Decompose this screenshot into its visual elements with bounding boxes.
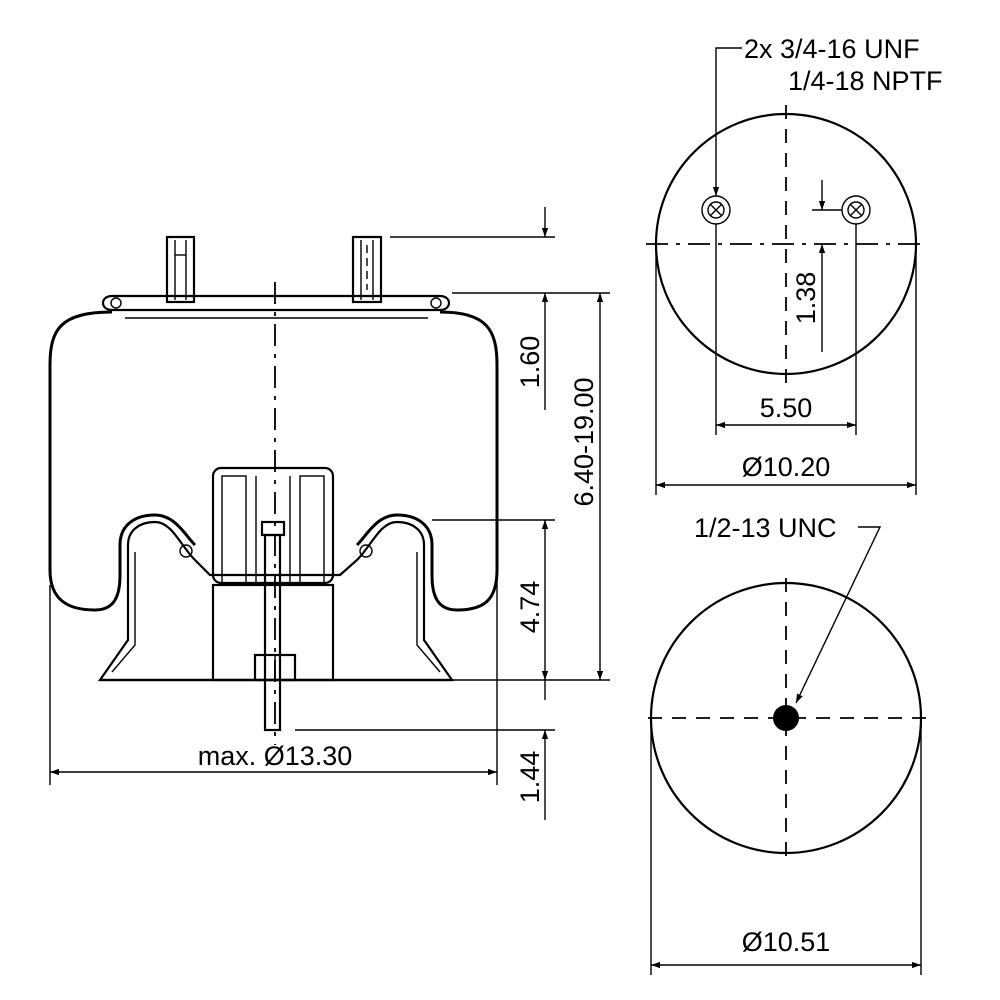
mounting-stud-dot — [773, 705, 799, 731]
side-view: 1.60 6.40-19.00 4.74 1.44 max. Ø13.30 — [48, 207, 610, 820]
dim-label-1-60: 1.60 — [515, 336, 545, 389]
dim-label-1-38: 1.38 — [791, 272, 821, 325]
dim-label-height-range: 6.40-19.00 — [569, 377, 599, 506]
dimension-top-diameter: Ø10.20 — [655, 244, 917, 495]
thread-callout-line1: 2x 3/4-16 UNF — [744, 34, 920, 64]
dimension-5-50: 5.50 — [715, 224, 857, 435]
dimension-max-diameter: max. Ø13.30 — [50, 741, 497, 776]
bottom-view: 1/2-13 UNC Ø10.51 — [648, 513, 926, 975]
dimension-bottom-diameter: Ø10.51 — [650, 718, 922, 975]
thread-callout-line2: 1/4-18 NPTF — [788, 66, 943, 96]
dimension-1-38: 1.38 — [791, 180, 842, 352]
port-hole-right — [841, 195, 871, 225]
bead-plate — [101, 294, 451, 319]
top-stud-left — [165, 235, 196, 304]
dimension-1-44: 1.44 — [515, 680, 549, 820]
port-hole-left — [701, 195, 731, 225]
extension-lines — [49, 236, 610, 785]
piston — [97, 466, 455, 732]
dim-label-max-diameter: max. Ø13.30 — [198, 741, 353, 771]
dim-label-top-diameter: Ø10.20 — [742, 452, 831, 482]
dim-label-1-44: 1.44 — [515, 751, 545, 804]
dim-label-4-74: 4.74 — [515, 581, 545, 634]
dimension-height-range: 6.40-19.00 — [569, 293, 604, 680]
bottom-thread-callout: 1/2-13 UNC — [694, 513, 837, 543]
bottom-stud — [263, 533, 282, 732]
top-view: 2x 3/4-16 UNF 1/4-18 NPTF 1.38 5.50 Ø10.… — [646, 34, 943, 495]
dimension-1-60: 1.60 — [515, 207, 549, 410]
top-stud-right — [351, 235, 383, 304]
dim-label-5-50: 5.50 — [760, 393, 813, 423]
bellows — [48, 310, 499, 612]
dimension-4-74: 4.74 — [515, 520, 549, 680]
dim-label-bottom-diameter: Ø10.51 — [742, 927, 831, 957]
